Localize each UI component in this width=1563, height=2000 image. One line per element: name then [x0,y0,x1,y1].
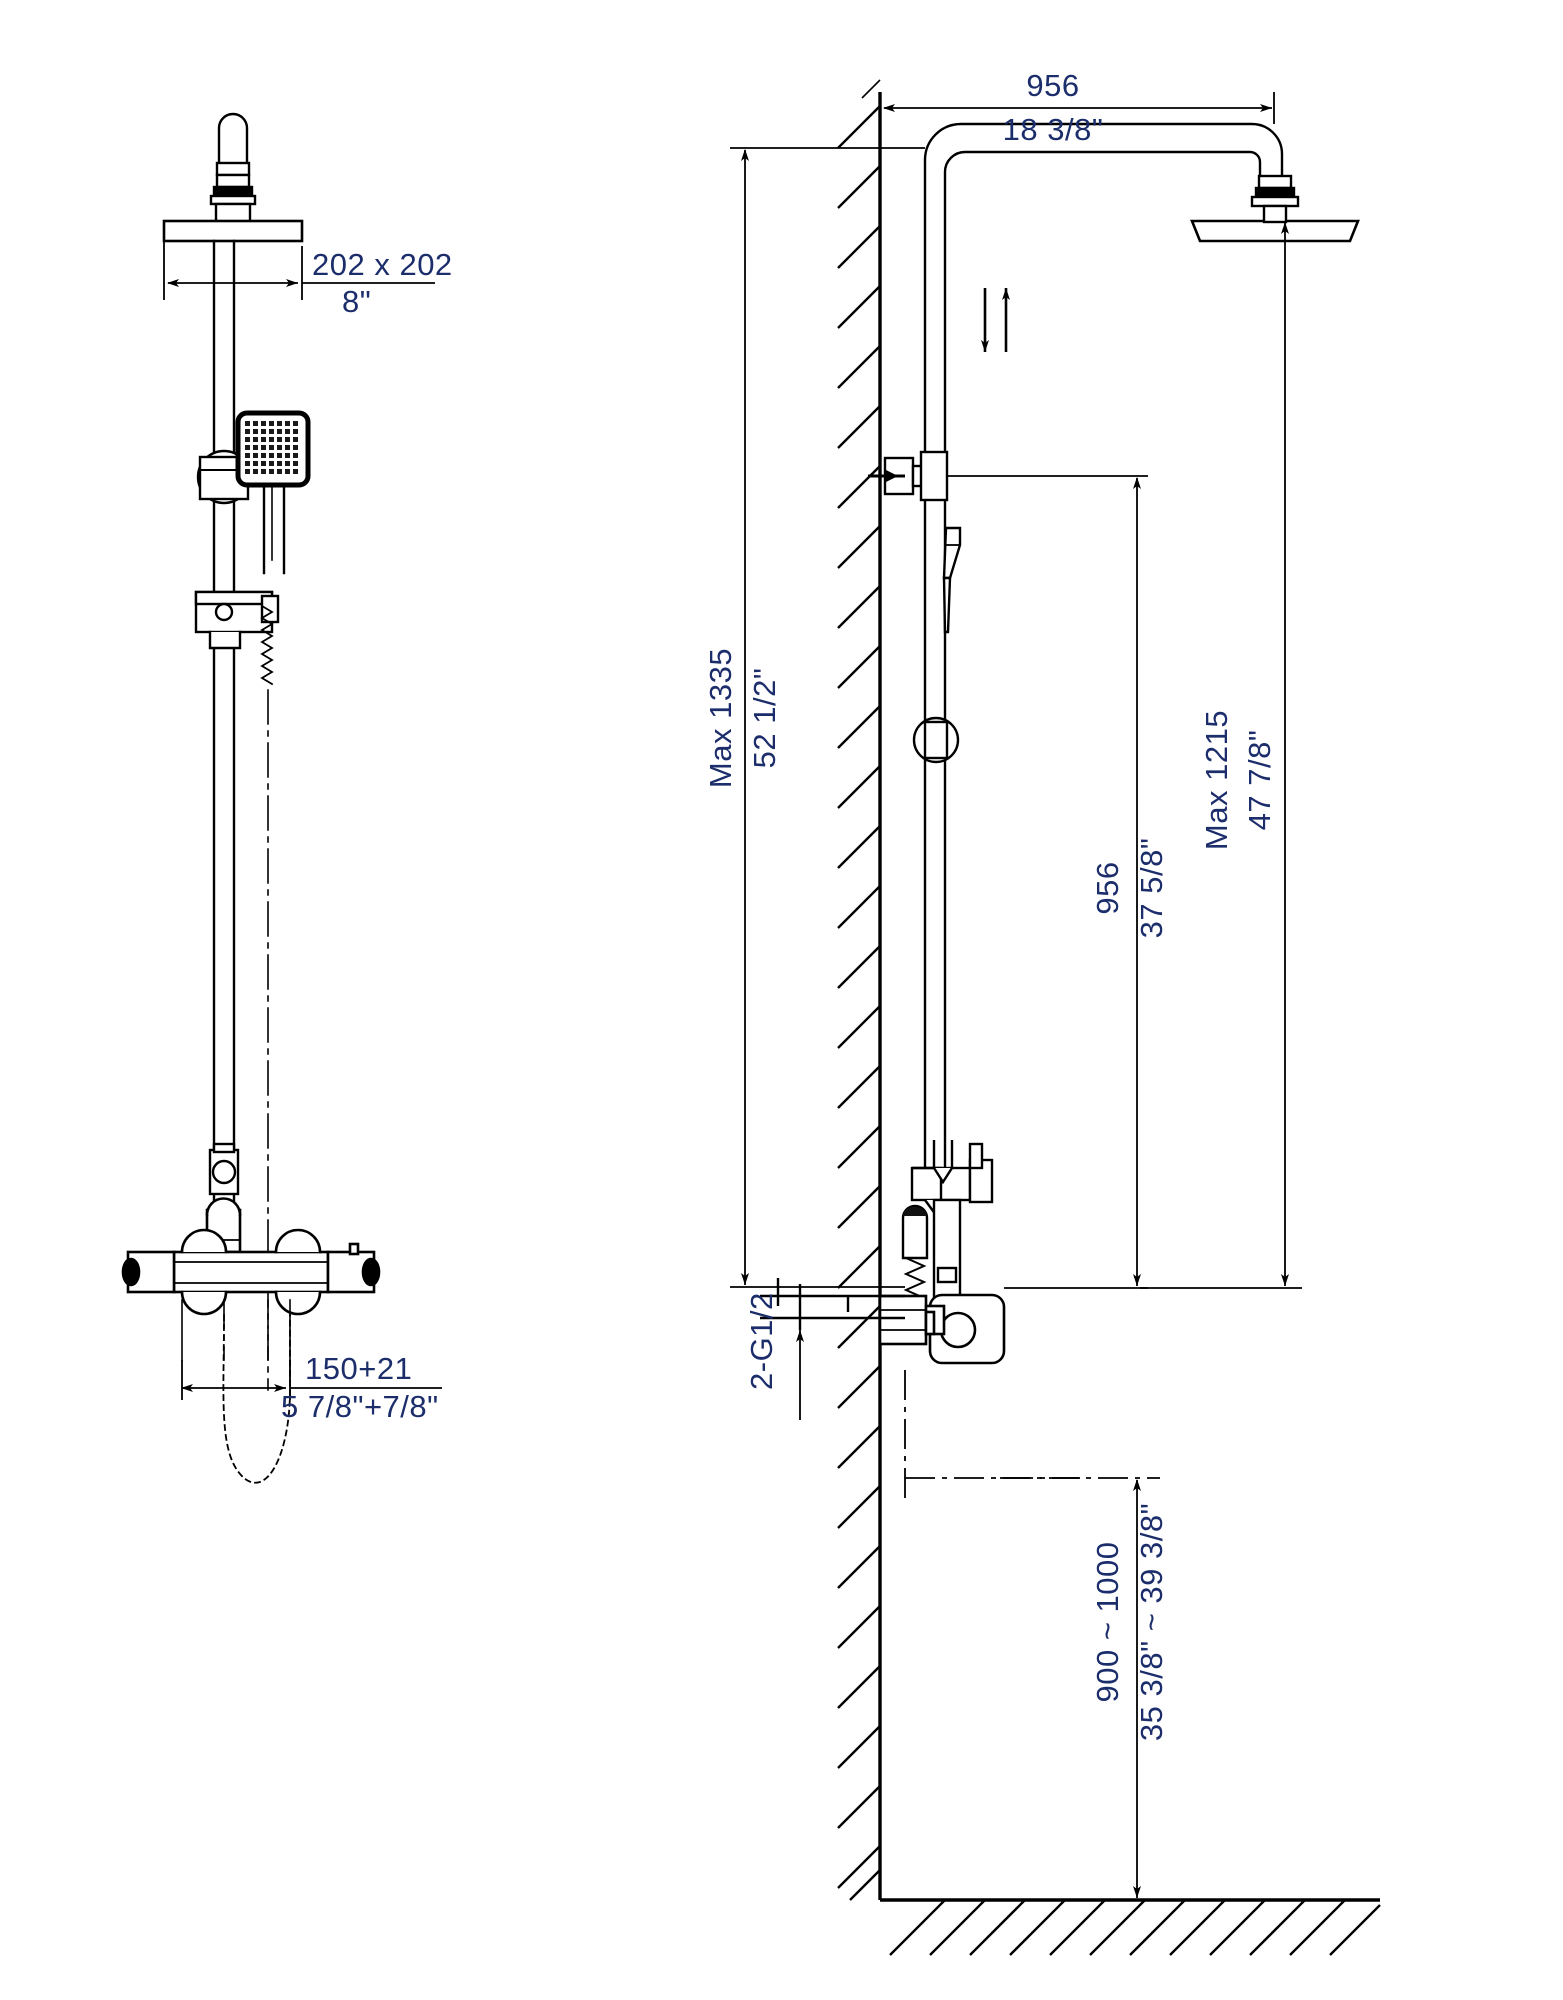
dim-inlet-spacing [181,1360,442,1400]
dim-inlet-from-floor [1000,1477,1160,1898]
shower-hose-spring [260,604,274,686]
rainhead-swivel-assembly [209,112,257,224]
dim-inlet-spacing-in: 5 7/8"+7/8" [281,1389,439,1424]
handheld-handle [262,483,286,575]
dim-riser-travel [947,475,1148,1289]
dim-riser-travel-mm: 956 [1090,861,1125,914]
dim-arm-projection-in: 18 3/8" [1003,112,1104,147]
dim-head-height-mm: Max 1215 [1199,710,1234,850]
dim-head-height-in: 47 7/8" [1242,730,1277,831]
rain-shower-head-front [162,219,304,243]
thermostatic-mixer-body-front [121,1197,381,1316]
floor-section [880,1898,1381,1956]
floor-hatching [889,1899,1381,1956]
riser-wall-bracket [868,450,949,502]
front-center-lines [181,1299,291,1361]
dim-inlet-from-floor-mm: 900 ~ 1000 [1090,1541,1125,1702]
dim-head-size-in: 8" [342,284,371,319]
handshower-holder-bracket-side [910,1140,994,1218]
inlet-leader [760,1278,905,1330]
dim-overall-height-in: 52 1/2" [747,668,782,769]
riser-diverter-front [208,1142,240,1196]
dim-inlet-from-floor-in: 35 3/8" ~ 39 3/8" [1134,1503,1169,1741]
nozzle-grid [245,421,298,474]
dim-overall-height-mm: Max 1335 [703,648,738,788]
rain-shower-head-side [1190,174,1360,243]
dim-riser-travel-in: 37 5/8" [1134,838,1169,939]
front-elevation-view [121,112,381,1484]
dim-arm-projection [879,92,1275,130]
front-view-dimensions: 202 x 202 8" 150+21 5 7/8"+7/8" [163,241,453,1424]
lower-riser-connector [901,1198,962,1312]
valve-centerline [904,1370,1080,1500]
side-view-dimensions: 956 18 3/8" Max 1335 52 1/2" Max 1215 47… [703,68,1302,1898]
handheld-shower-head-front [235,410,311,575]
dim-overall-height [730,147,925,1288]
riser-pipe-front [212,239,236,1215]
dim-connection-thread-label: 2-G1/2 [744,1292,779,1390]
dim-arm-projection-mm: 956 [1026,68,1079,103]
dim-head-size [163,241,435,300]
wall-hatching [837,79,881,1901]
slide-adjust-arrows [981,288,1010,352]
wall-section [837,79,882,1901]
dim-head-height [1140,220,1302,1289]
riser-bracket-round-side [912,716,960,764]
side-elevation-shower [760,122,1360,1500]
dim-inlet-spacing-mm: 150+21 [305,1351,412,1386]
handheld-shower-head-side [942,526,962,634]
dim-head-size-mm: 202 x 202 [312,247,453,282]
thermostatic-valve-side [878,1293,1006,1365]
